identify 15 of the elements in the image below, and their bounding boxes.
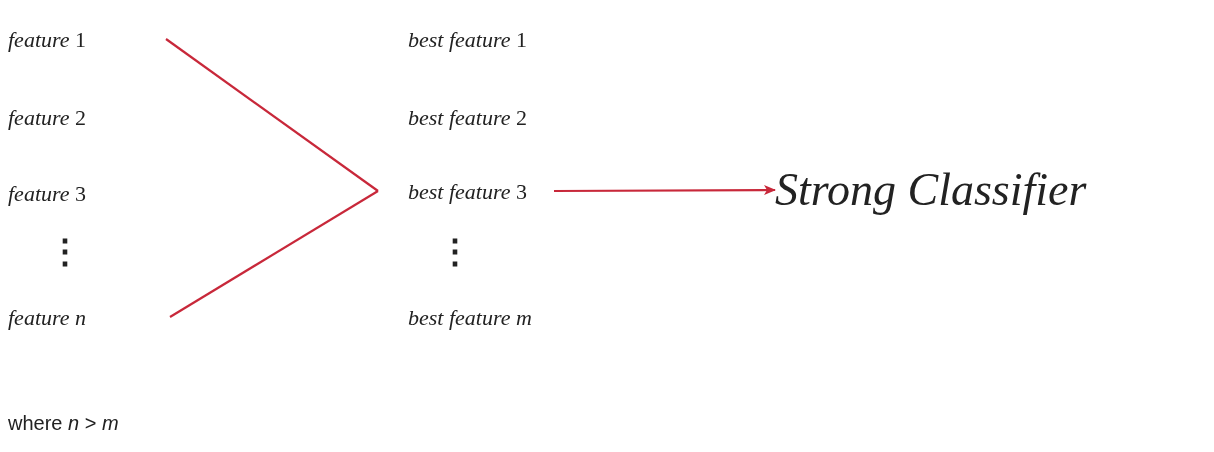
result-label: Strong Classifier	[775, 167, 1088, 213]
feature-label: best feature 1	[408, 25, 528, 54]
vertical-ellipsis: ⋮	[438, 232, 472, 272]
feature-label: best feature m	[408, 303, 533, 332]
feature-label: best feature 3	[408, 177, 528, 206]
feature-label: feature n	[8, 303, 87, 332]
feature-label: feature 2	[8, 103, 87, 132]
vertical-ellipsis: ⋮	[48, 232, 82, 272]
connector-line	[169, 190, 379, 318]
feature-label: feature 3	[8, 179, 87, 208]
feature-label: best feature 2	[408, 103, 528, 132]
feature-label: feature 1	[8, 25, 87, 54]
condition-note: where n > m	[8, 411, 119, 436]
connector-line	[165, 38, 379, 192]
arrow	[554, 185, 776, 196]
